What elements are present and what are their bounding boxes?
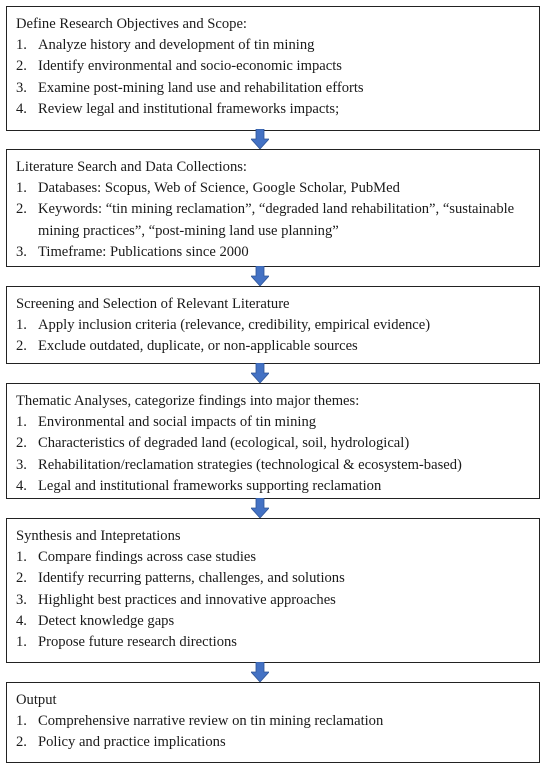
step-list: 1. Apply inclusion criteria (relevance, c… [16, 315, 530, 357]
step-title: Define Research Objectives and Scope: [16, 16, 247, 32]
step-title: Synthesis and Intepretations [16, 528, 181, 544]
item-text: Detect knowledge gaps [38, 612, 175, 629]
down-arrow-icon [251, 498, 269, 518]
step-title: Screening and Selection of Relevant Lite… [16, 296, 290, 312]
item-text: Identify environmental and socio-economi… [38, 58, 342, 75]
item-text: Legal and institutional frameworks suppo… [38, 477, 382, 494]
list-item: 3. Highlight best practices and innovativ… [16, 590, 530, 611]
item-number: 1. [16, 180, 27, 197]
list-item: 1. Comprehensive narrative review on tin … [16, 711, 530, 732]
item-text: Timeframe: Publications since 2000 [38, 243, 249, 260]
item-text: Environmental and social impacts of tin … [38, 414, 317, 431]
list-item: 1. Propose future research directions [16, 632, 530, 653]
list-item: 3. Examine post-mining land use and rehab… [16, 78, 530, 99]
item-number: 2. [16, 435, 27, 452]
item-text: Comprehensive narrative review on tin mi… [38, 713, 384, 730]
item-text: Analyze history and development of tin m… [38, 37, 315, 54]
item-number: 4. [16, 477, 27, 494]
step-title: Thematic Analyses, categorize findings i… [16, 393, 360, 409]
item-number: 2. [16, 58, 27, 75]
step-list: 1. Databases: Scopus, Web of Science, Goo… [16, 178, 530, 263]
item-number: 2. [16, 201, 27, 218]
item-text: Propose future research directions [38, 634, 237, 651]
step-box-synthesis: Synthesis and Intepretations 1. Compare f… [6, 518, 540, 663]
down-arrow-icon [251, 129, 269, 149]
list-item: 4. Legal and institutional frameworks sup… [16, 476, 530, 497]
list-item: 4. Review legal and institutional framewo… [16, 99, 530, 120]
item-text: Databases: Scopus, Web of Science, Googl… [38, 180, 400, 197]
item-number: 4. [16, 100, 27, 117]
item-text: Rehabilitation/reclamation strategies (t… [38, 456, 462, 473]
step-box-screening-selection: Screening and Selection of Relevant Lite… [6, 286, 540, 364]
item-text: Examine post-mining land use and rehabil… [38, 79, 364, 96]
item-text: Apply inclusion criteria (relevance, cre… [38, 317, 431, 334]
step-box-output: Output 1. Comprehensive narrative review … [6, 682, 540, 763]
item-number: 1. [16, 317, 27, 334]
list-item: 1. Databases: Scopus, Web of Science, Goo… [16, 178, 530, 199]
item-text: Characteristics of degraded land (ecolog… [38, 435, 410, 452]
step-title: Literature Search and Data Collections: [16, 159, 247, 175]
list-item: 1. Environmental and social impacts of ti… [16, 412, 530, 433]
down-arrow-icon [251, 662, 269, 682]
list-item: 2. Identify recurring patterns, challenge… [16, 568, 530, 589]
item-number: 3. [16, 456, 27, 473]
list-item: 3. Rehabilitation/reclamation strategies … [16, 455, 530, 476]
item-number: 1. [16, 549, 27, 566]
list-item: 2. Characteristics of degraded land (ecol… [16, 433, 530, 454]
list-item: 2. Exclude outdated, duplicate, or non-ap… [16, 336, 530, 357]
item-number: 3. [16, 79, 27, 96]
item-number: 3. [16, 591, 27, 608]
step-box-thematic-analyses: Thematic Analyses, categorize findings i… [6, 383, 540, 499]
step-list: 1. Compare findings across case studies 2… [16, 547, 530, 653]
item-number: 2. [16, 570, 27, 587]
step-box-research-objectives: Define Research Objectives and Scope: 1.… [6, 6, 540, 131]
list-item: 2. Keywords: “tin mining reclamation”, “d… [16, 199, 530, 241]
item-text: Review legal and institutional framework… [38, 100, 340, 117]
step-box-literature-search: Literature Search and Data Collections: … [6, 149, 540, 267]
list-item: 2. Identify environmental and socio-econo… [16, 56, 530, 77]
down-arrow-icon [251, 266, 269, 286]
item-number: 4. [16, 612, 27, 629]
step-list: 1. Environmental and social impacts of ti… [16, 412, 530, 497]
list-item: 1. Compare findings across case studies [16, 547, 530, 568]
item-number: 1. [16, 37, 27, 54]
list-item: 2. Policy and practice implications [16, 732, 530, 753]
item-number: 1. [16, 414, 27, 431]
item-number: 2. [16, 338, 27, 355]
item-number: 2. [16, 734, 27, 751]
item-number: 1. [16, 713, 27, 730]
item-text: Identify recurring patterns, challenges,… [38, 570, 345, 587]
item-number: 3. [16, 243, 27, 260]
down-arrow-icon [251, 363, 269, 383]
step-list: 1. Comprehensive narrative review on tin … [16, 711, 530, 753]
step-title: Output [16, 692, 57, 708]
item-number: 1. [16, 634, 27, 651]
list-item: 4. Detect knowledge gaps [16, 611, 530, 632]
item-text: Highlight best practices and innovative … [38, 591, 336, 608]
item-text: Compare findings across case studies [38, 549, 257, 566]
list-item: 3. Timeframe: Publications since 2000 [16, 242, 530, 263]
item-text: Exclude outdated, duplicate, or non-appl… [38, 338, 358, 355]
step-list: 1. Analyze history and development of tin… [16, 35, 530, 120]
item-text: Policy and practice implications [38, 734, 226, 751]
item-text: Keywords: “tin mining reclamation”, “deg… [38, 201, 515, 239]
list-item: 1. Apply inclusion criteria (relevance, c… [16, 315, 530, 336]
list-item: 1. Analyze history and development of tin… [16, 35, 530, 56]
